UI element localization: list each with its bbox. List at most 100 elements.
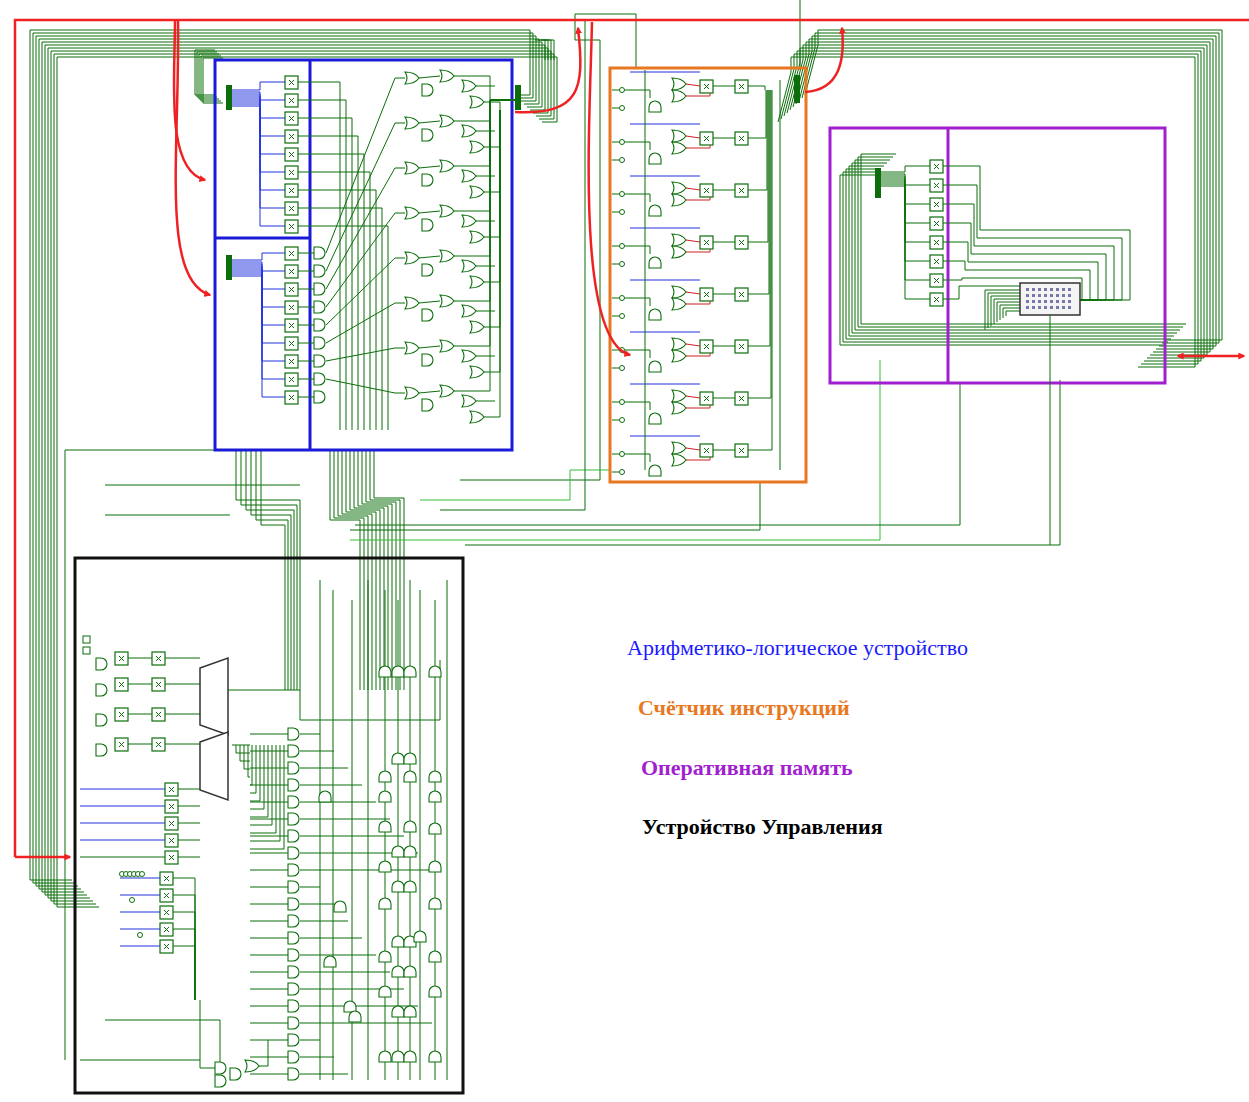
wire: [612, 246, 619, 247]
wire: [1006, 311, 1020, 316]
flip-flop: [700, 184, 713, 197]
flip-flop-mark: [119, 712, 124, 717]
ram-cell: [1050, 306, 1053, 309]
wire: [165, 658, 200, 659]
and-gate: [288, 864, 299, 876]
wire: [988, 293, 1020, 328]
flip-flop: [285, 184, 298, 197]
signal-arrow: [15, 856, 70, 859]
flip-flop-mark: [119, 742, 124, 747]
flip-flop-mark: [164, 876, 169, 881]
flip-flop-mark: [704, 448, 709, 453]
flip-flop-mark: [169, 787, 174, 792]
wire: [460, 14, 600, 480]
and-gate: [288, 1000, 299, 1012]
bus-wire: [840, 175, 1165, 345]
and-gate: [429, 861, 441, 872]
flip-flop: [930, 179, 943, 192]
flip-flop-mark: [934, 297, 939, 302]
signal-line: [15, 20, 1249, 857]
and-gate: [215, 1075, 226, 1087]
wire: [298, 271, 314, 272]
wire: [65, 450, 66, 1060]
wire: [326, 379, 395, 393]
wire: [80, 806, 165, 807]
flip-flop: [700, 392, 713, 405]
wire: [173, 929, 195, 1000]
or-gate: [462, 125, 476, 137]
flip-flop: [930, 217, 943, 230]
wire: [612, 212, 619, 213]
wire: [298, 343, 314, 344]
and-gate: [288, 1034, 299, 1046]
flip-flop-mark: [289, 287, 294, 292]
flip-flop: [700, 132, 713, 145]
ram-cell: [1062, 294, 1065, 297]
flip-flop: [285, 301, 298, 314]
wire: [326, 348, 395, 361]
wire: [173, 878, 195, 1000]
wire: [128, 714, 152, 715]
wire: [881, 166, 930, 172]
and-gate: [349, 1011, 361, 1022]
inverter-bubble: [620, 452, 625, 457]
wire: [686, 448, 700, 450]
wire: [298, 82, 340, 430]
and-gate: [288, 881, 299, 893]
flip-flop: [285, 94, 298, 107]
bus-wire: [201, 56, 221, 101]
inverter-bubble: [130, 898, 135, 903]
bus-wire: [799, 36, 1216, 346]
flip-flop: [735, 392, 748, 405]
ram-cell: [1050, 288, 1053, 291]
wire: [326, 213, 395, 307]
flip-flop-mark: [169, 838, 174, 843]
or-gate: [672, 142, 686, 154]
flip-flop: [152, 738, 165, 751]
or-gate: [405, 72, 419, 84]
wire: [250, 1023, 288, 1024]
and-gate: [392, 936, 404, 947]
flip-flop: [165, 817, 178, 830]
and-gate: [288, 949, 299, 961]
ram-chip: [1020, 283, 1080, 315]
and-gate: [288, 898, 299, 910]
wire: [250, 989, 288, 990]
bus-wire: [30, 30, 530, 880]
wire: [419, 121, 440, 123]
wire: [228, 660, 440, 720]
flip-flop-mark: [289, 341, 294, 346]
signal-arrow: [176, 20, 210, 295]
signal-arrow: [805, 28, 843, 92]
wire: [232, 82, 285, 90]
or-gate: [672, 454, 686, 466]
or-gate: [405, 342, 419, 354]
wire: [612, 194, 619, 195]
ram-cell: [1032, 288, 1035, 291]
flip-flop-mark: [739, 292, 744, 297]
wire: [419, 391, 440, 393]
wire: [298, 361, 314, 362]
or-gate: [470, 141, 484, 153]
ram-cell: [1032, 300, 1035, 303]
wire: [612, 316, 619, 317]
ram-cell: [1062, 306, 1065, 309]
wire: [232, 270, 285, 343]
wire: [248, 745, 250, 777]
wire: [625, 454, 650, 462]
flip-flop-mark: [289, 305, 294, 310]
flip-flop-mark: [934, 202, 939, 207]
wire: [395, 303, 405, 304]
wire: [625, 90, 650, 98]
wire: [173, 946, 195, 1000]
wire: [476, 266, 495, 267]
wire: [484, 110, 500, 237]
wire: [630, 280, 700, 281]
and-gate: [379, 898, 391, 909]
flip-flop-mark: [289, 323, 294, 328]
wire: [165, 714, 200, 715]
bus-wire: [535, 40, 545, 60]
wire: [300, 938, 362, 939]
wire: [686, 457, 710, 460]
wire: [178, 806, 200, 807]
